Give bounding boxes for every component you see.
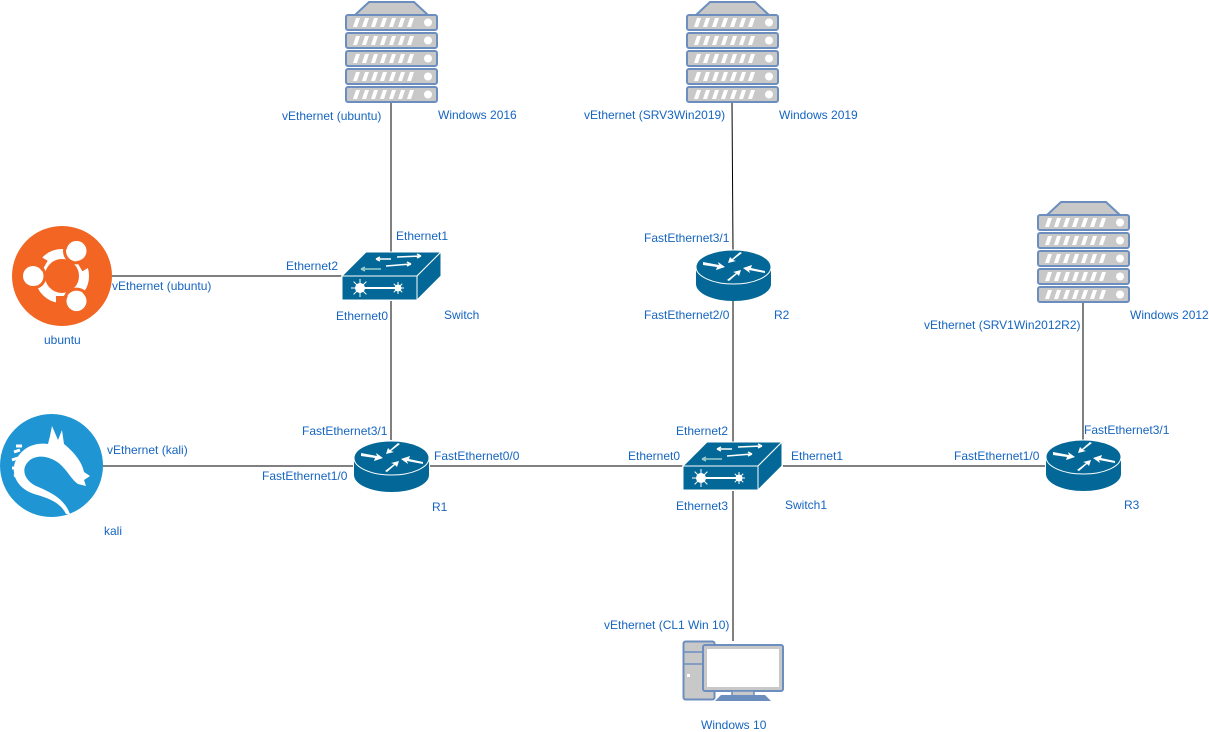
port-label: FastEthernet1/0 <box>954 449 1040 463</box>
port-label: FastEthernet3/1 <box>644 231 730 245</box>
ubuntu-logo-icon <box>12 226 112 326</box>
router-icon <box>1045 439 1122 491</box>
label-r2: R2 <box>774 308 790 322</box>
link-win2019-r2[interactable] <box>731 101 734 251</box>
label-win2019: Windows 2019 <box>779 108 858 122</box>
port-label: Ethernet1 <box>396 229 449 243</box>
label-win2012: Windows 2012 <box>1130 308 1209 322</box>
port-label: vEthernet (SRV3Win2019) <box>584 108 726 122</box>
server-icon <box>686 0 779 103</box>
label-win2016: Windows 2016 <box>438 108 517 122</box>
port-label: vEthernet (ubuntu) <box>112 279 212 293</box>
label-switch: Switch <box>444 308 480 322</box>
port-label: Ethernet1 <box>791 449 844 463</box>
port-label: vEthernet (kali) <box>107 443 188 457</box>
node-switch[interactable] <box>340 250 443 302</box>
router-icon <box>695 249 772 301</box>
node-win2016[interactable] <box>345 0 438 103</box>
port-label: Ethernet2 <box>286 259 339 273</box>
node-switch1[interactable] <box>681 440 784 492</box>
label-switch1: Switch1 <box>785 498 828 512</box>
label-kali: kali <box>104 524 123 538</box>
node-win2012[interactable] <box>1037 201 1130 303</box>
port-label: FastEthernet0/0 <box>434 449 520 463</box>
kali-dragon-icon <box>0 414 103 517</box>
node-r2[interactable] <box>695 249 772 302</box>
switch-icon <box>340 250 443 302</box>
node-win10[interactable] <box>682 640 785 702</box>
port-label: Ethernet0 <box>628 449 681 463</box>
port-label: vEthernet (CL1 Win 10) <box>604 618 730 632</box>
port-label: Ethernet0 <box>336 309 389 323</box>
port-label: Ethernet2 <box>676 424 729 438</box>
port-label: FastEthernet3/1 <box>302 424 388 438</box>
label-r1: R1 <box>432 500 448 514</box>
label-ubuntu: ubuntu <box>44 333 81 347</box>
server-icon <box>345 0 438 103</box>
port-label: vEthernet (ubuntu) <box>282 109 382 123</box>
node-win2019[interactable] <box>686 0 779 103</box>
links-layer <box>102 101 1084 641</box>
node-r1[interactable] <box>353 440 430 493</box>
port-label: FastEthernet1/0 <box>262 469 348 483</box>
node-kali[interactable] <box>0 414 103 517</box>
label-r3: R3 <box>1124 498 1140 512</box>
port-label: FastEthernet3/1 <box>1084 423 1170 437</box>
port-label: FastEthernet2/0 <box>644 308 730 322</box>
desktop-pc-icon <box>682 640 784 701</box>
label-win10: Windows 10 <box>701 718 767 732</box>
node-r3[interactable] <box>1045 439 1122 492</box>
switch-icon <box>681 440 784 492</box>
router-icon <box>353 440 430 492</box>
server-icon <box>1037 201 1130 303</box>
node-ubuntu[interactable] <box>12 226 112 326</box>
port-label: vEthernet (SRV1Win2012R2) <box>924 318 1081 332</box>
port-label: Ethernet3 <box>676 499 729 513</box>
